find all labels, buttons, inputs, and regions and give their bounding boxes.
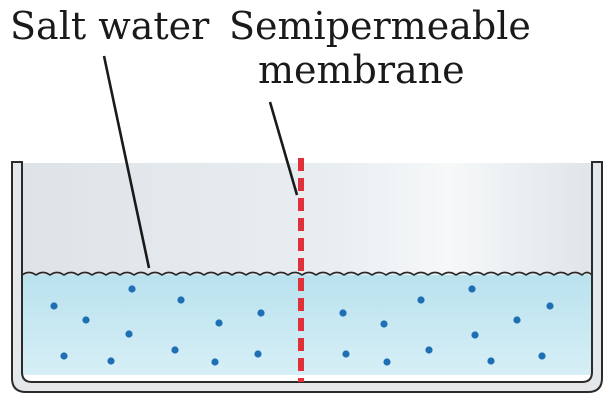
membrane-label-line2: membrane xyxy=(258,48,465,92)
salt-particle xyxy=(257,309,265,317)
salt-particle xyxy=(60,352,68,360)
water-surface xyxy=(21,271,593,277)
salt-particle xyxy=(128,285,136,293)
salt-particle xyxy=(254,350,262,358)
salt-particle xyxy=(177,296,185,304)
salt-particle xyxy=(468,285,476,293)
salt-particle xyxy=(211,358,219,366)
salt-particle xyxy=(546,302,554,310)
salt-particle xyxy=(339,309,347,317)
salt-particle xyxy=(417,296,425,304)
salt-particle xyxy=(487,357,495,365)
salt-particle xyxy=(380,320,388,328)
salt-particle xyxy=(171,346,179,354)
salt-particle xyxy=(383,358,391,366)
air-region xyxy=(22,163,592,275)
salt-particle xyxy=(425,346,433,354)
salt-particle xyxy=(125,330,133,338)
salt-water-label: Salt water xyxy=(10,4,210,48)
salt-water-pointer xyxy=(102,55,151,269)
membrane-label-line1: Semipermeable xyxy=(229,4,531,48)
salt-particle xyxy=(513,316,521,324)
membrane-pointer xyxy=(268,101,299,196)
salt-particle xyxy=(107,357,115,365)
salt-particle xyxy=(471,331,479,339)
salt-particle xyxy=(215,319,223,327)
container xyxy=(11,161,603,393)
salt-particle xyxy=(538,352,546,360)
salt-particle xyxy=(50,302,58,310)
water-region xyxy=(22,275,592,375)
salt-particle xyxy=(342,350,350,358)
salt-particles xyxy=(50,285,554,366)
salt-particle xyxy=(82,316,90,324)
